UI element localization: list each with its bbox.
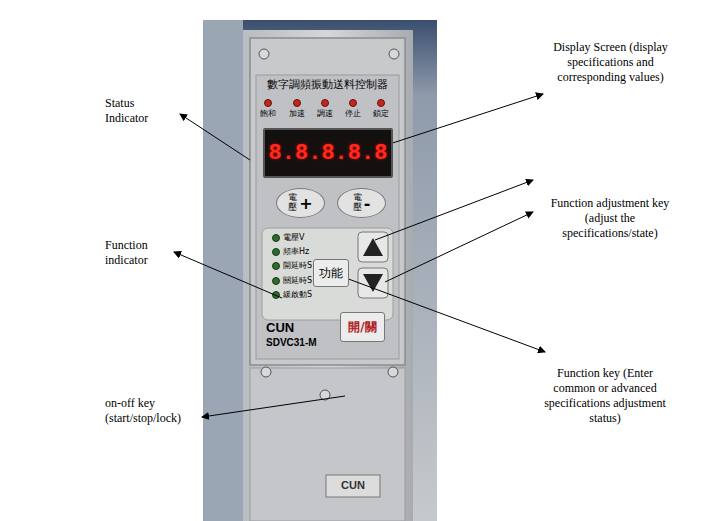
down-arrow (363, 274, 383, 292)
function-subpanel (262, 228, 393, 320)
callout-label: Function indicator (105, 238, 169, 268)
status-indicator-label: 鎖定 (373, 110, 389, 118)
photo-background (203, 20, 437, 521)
leader-line (385, 212, 533, 282)
button-caption: 電壓 (288, 193, 297, 213)
button-sign: + (299, 194, 312, 213)
status-indicator-label: 加速 (289, 110, 305, 118)
callout-label: Status Indicator (105, 96, 177, 126)
badge (326, 475, 380, 497)
leader-line (180, 114, 250, 160)
screw (388, 367, 398, 377)
button-caption: 功能 (319, 265, 343, 282)
side-frame (203, 20, 243, 521)
panel-inner (256, 75, 399, 359)
function-indicator-label: 開延時S (283, 262, 312, 270)
status-indicator-label: 停止 (345, 110, 361, 118)
panel-title: 數字調頻振動送料控制器 (250, 78, 405, 92)
button-caption: 電壓 (353, 193, 362, 213)
voltage-down-button: 電壓- (337, 188, 386, 218)
function-indicator-label: 頻率Hz (283, 248, 309, 256)
voltage-up-button: 電壓+ (276, 188, 325, 218)
leader-line (174, 252, 282, 298)
function-key: 功能 (313, 259, 349, 287)
status-leds (265, 100, 385, 107)
status-indicator-label: 調速 (317, 110, 333, 118)
led (273, 235, 280, 242)
callout-label: Function adjustment key (adjust the spec… (540, 196, 680, 241)
leader-line (375, 180, 533, 240)
callout-label: Function key (Enter common or advanced s… (540, 366, 670, 426)
led (322, 100, 329, 107)
display-digits: 8.8.8.8.8 (269, 141, 388, 166)
housing (243, 30, 413, 521)
panel-face (250, 38, 405, 365)
leader-line (202, 396, 345, 417)
led (378, 100, 385, 107)
led (294, 100, 301, 107)
display-screen: 8.8.8.8.8 (263, 128, 393, 178)
screws (259, 49, 399, 400)
lower-housing (250, 368, 405, 521)
screw (261, 367, 271, 377)
leader-group (174, 94, 545, 417)
up-arrow (363, 238, 383, 256)
model-number: SDVC31-M (266, 337, 317, 348)
function-indicator-label: 緩啟動S (283, 291, 312, 299)
down-key (358, 268, 388, 298)
led (273, 263, 280, 270)
screw (389, 49, 399, 59)
status-indicator-label: 飽和 (260, 110, 276, 118)
badge-text: CUN (341, 479, 365, 493)
screw (259, 49, 269, 59)
led (350, 100, 357, 107)
button-caption: 開/關 (348, 319, 376, 336)
function-indicator-label: 電壓V (283, 234, 304, 242)
callout-label: Display Screen (display specifications a… (548, 40, 673, 85)
leader-line (335, 274, 545, 352)
led (265, 100, 272, 107)
led (273, 249, 280, 256)
callout-label: on-off key (start/stop/lock) (105, 396, 199, 426)
led (273, 278, 280, 285)
button-sign: - (364, 194, 371, 213)
brand-name: CUN (266, 320, 294, 335)
function-leds (273, 235, 280, 299)
function-indicator-label: 關延時S (283, 277, 312, 285)
controller-panel: 數字調頻振動送料控制器CUNSDVC31-M8.8.8.8.8電壓+電壓-功能開… (250, 38, 405, 365)
on-off-key: 開/關 (340, 312, 385, 342)
